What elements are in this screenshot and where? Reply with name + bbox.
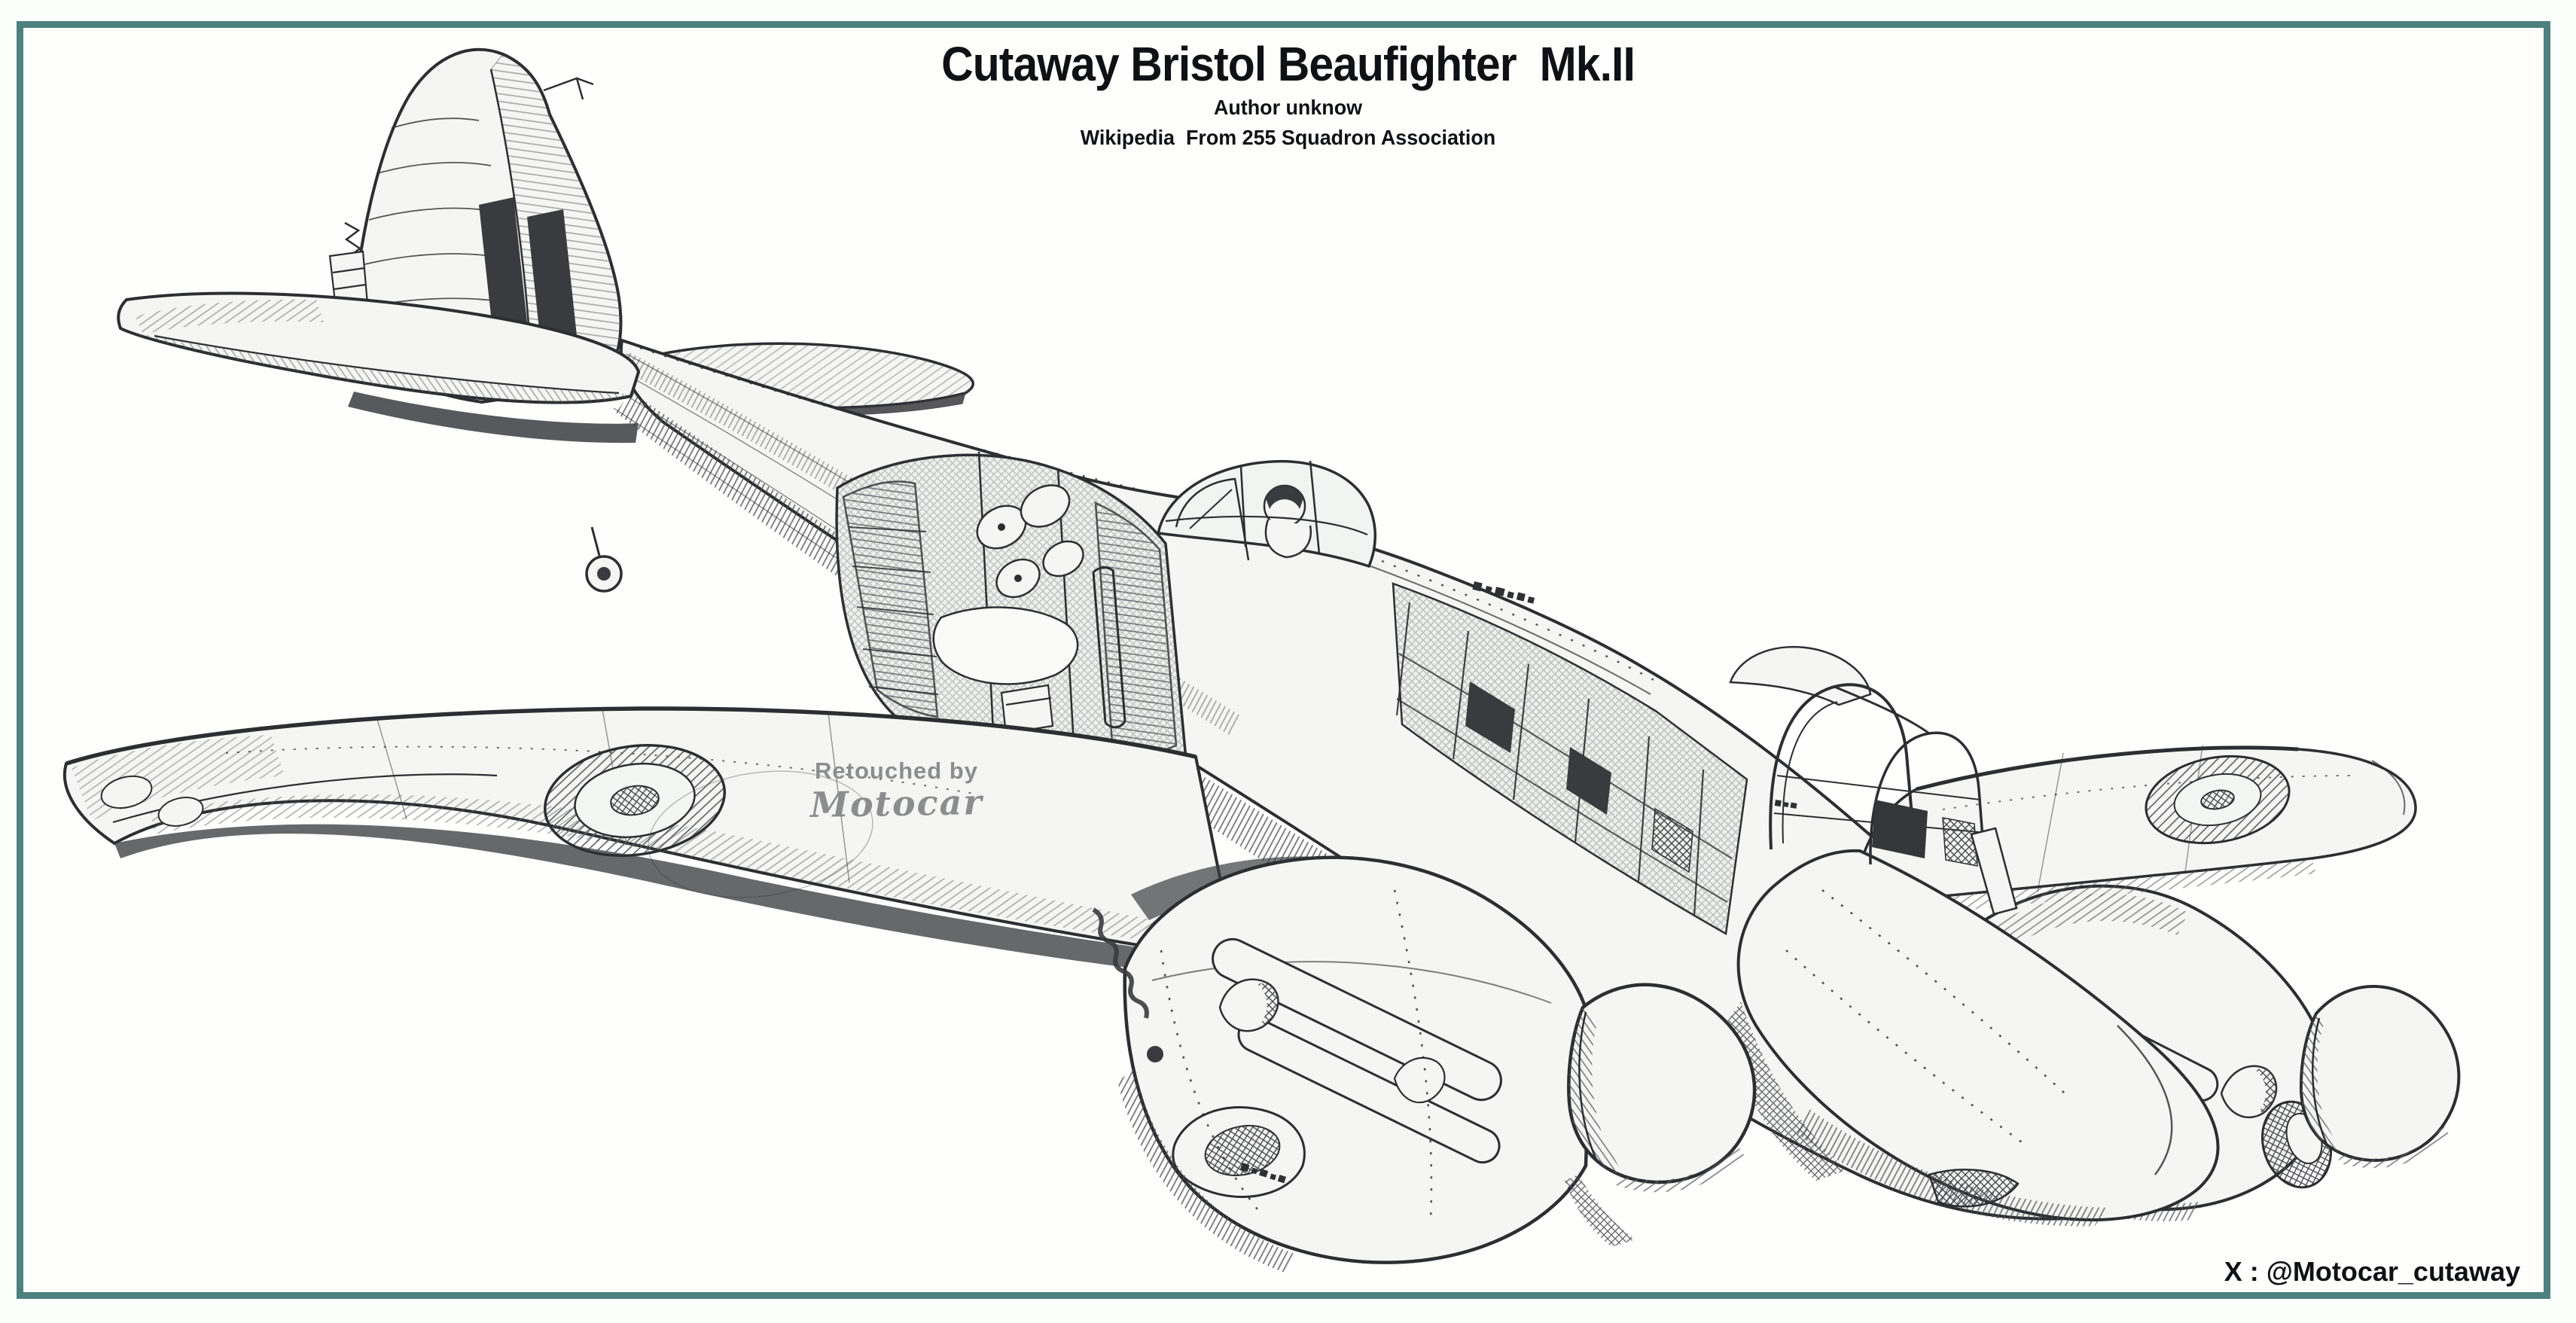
starboard-propeller-spinner (2299, 984, 2461, 1169)
credit-line: X : @Motocar_cutaway (2224, 1256, 2520, 1287)
oxygen-bottles (976, 484, 1084, 599)
fin-marking-band-1 (479, 197, 527, 330)
tailwheel (585, 526, 623, 593)
port-wing (62, 706, 1239, 979)
port-tailplane (117, 291, 641, 444)
port-roundel (543, 744, 727, 857)
elevator-hinge-line (154, 334, 620, 395)
trim-actuator (543, 77, 594, 100)
pilot-canopy (1156, 460, 1651, 695)
frame-band-left (842, 480, 939, 718)
pilot-figure (1263, 484, 1312, 559)
spine-blister (1729, 645, 1872, 706)
title-block: Cutaway Bristol Beaufighter Mk.II Author… (0, 37, 2576, 150)
watermark-signature: Motocar (809, 782, 984, 825)
retoucher-watermark: Retouched by Motocar (810, 758, 984, 825)
cutaway-equipment-bay (835, 451, 1187, 800)
pilot-torso (1264, 519, 1312, 559)
elevator (134, 334, 631, 403)
starboard-wing (1857, 745, 2417, 916)
cutaway-radio-racks (1392, 582, 1748, 936)
pilot-helmet (1266, 486, 1303, 509)
page-title: Cutaway Bristol Beaufighter Mk.II (941, 37, 1636, 91)
flexible-hose (1092, 907, 1149, 1019)
port-engine-nacelle (1092, 855, 1757, 1273)
fin-access-panel (328, 250, 369, 310)
starboard-roundel (2145, 754, 2291, 845)
chin-intake (1928, 1169, 2020, 1208)
landing-lamp-cover (100, 775, 153, 809)
port-propeller-spinner (1567, 983, 1757, 1193)
watermark-line1: Retouched by (815, 758, 978, 784)
windscreen-frames (1729, 645, 2018, 916)
stowage-pack (932, 606, 1079, 685)
author-line: Author unknow (1213, 96, 1363, 120)
fin-marking-band-2 (527, 209, 577, 343)
aerial-blade (1970, 827, 2018, 916)
source-line: Wikipedia From 255 Squadron Association (1080, 126, 1496, 150)
stencil-marks (1239, 581, 1797, 1184)
nose-section (1724, 849, 2220, 1227)
